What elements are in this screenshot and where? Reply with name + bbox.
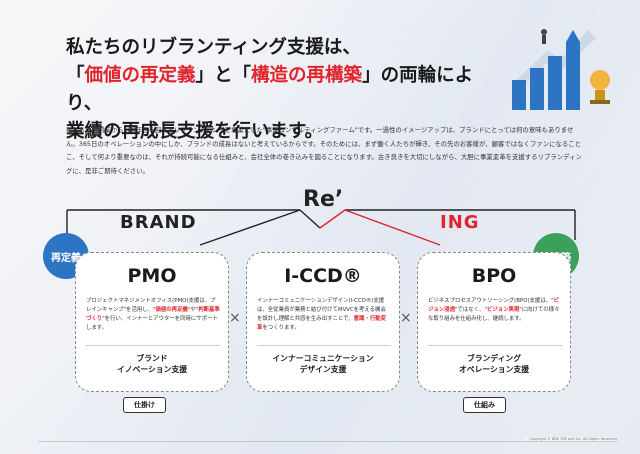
- headline-line2: 「価値の再定義」と「構造の再構築」の両輪により、: [66, 62, 506, 118]
- headline: 私たちのリブランティング支援は、 「価値の再定義」と「構造の再構築」の両輪により…: [66, 34, 506, 146]
- brand-label: BRAND: [120, 212, 197, 233]
- footer-line: オペレーション支援: [458, 365, 529, 374]
- desc-text: "に向けての様々な取り組みを仕組み化し、継続します。: [428, 307, 560, 322]
- desc-text: プロジェクトマネジメントオフィス(PMO)支援は、プレインキャンプ"を活用し、": [86, 298, 216, 313]
- desc-text: "や": [187, 307, 199, 313]
- intro-paragraph: 私たちは、創業から128年目を迎えるリブランディングを専業とした"事業コンサルテ…: [66, 126, 582, 175]
- desc-highlight: 価値の再定義: [155, 307, 188, 313]
- headline-highlight-1: 価値の再定義: [84, 65, 196, 86]
- tag-system: 仕組み: [463, 397, 506, 413]
- card-divider: [428, 345, 562, 346]
- multiply-icon: ×: [400, 310, 412, 326]
- footer-line: イノベーション支援: [116, 365, 187, 374]
- card-footer: ブランド イノベーション支援: [76, 353, 228, 375]
- footer-line: インナーコミュニケーション: [272, 354, 374, 363]
- headline-highlight-2: 構造の再構築: [251, 65, 363, 86]
- card-footer: ブランディング オペレーション支援: [418, 353, 570, 375]
- card-title: PMO: [127, 265, 177, 287]
- desc-text: をつくります。: [262, 325, 300, 331]
- card-pmo: PMO プロジェクトマネジメントオフィス(PMO)支援は、プレインキャンプ"を活…: [75, 252, 229, 392]
- card-footer: インナーコミュニケーション デザイン支援: [247, 353, 399, 375]
- footer-line: ブランド: [136, 354, 168, 363]
- card-divider: [257, 345, 391, 346]
- headline-line3: 業績の再成長支援を行います。: [66, 121, 324, 142]
- footer-line: デザイン支援: [299, 365, 347, 374]
- desc-highlight: ビジョン浸透: [428, 298, 559, 313]
- desc-text: インナーコミュニケーションデザイン(I-CCD®)支援は、全従業員が業務と結び付…: [257, 298, 386, 322]
- card-iccd: I-CCD® インナーコミュニケーションデザイン(I-CCD®)支援は、全従業員…: [246, 252, 400, 392]
- card-title: BPO: [471, 265, 517, 287]
- card-bpo: BPO ビジネスプロセスアウトソーシング(BPO)支援は、"ビジョン浸透"ではな…: [417, 252, 571, 392]
- growth-bars-trophy-illustration: [512, 29, 610, 110]
- re-label: Re’: [303, 187, 344, 212]
- headline-quote-close: 」の両輪により、: [66, 65, 474, 114]
- ing-label: ING: [440, 212, 480, 233]
- desc-highlight: 判断基準づくり: [86, 307, 220, 322]
- card-description: インナーコミュニケーションデザイン(I-CCD®)支援は、全従業員が業務と結び付…: [257, 297, 391, 333]
- bottom-divider: [38, 441, 618, 442]
- headline-line1: 私たちのリブランティング支援は、: [66, 37, 361, 58]
- tag-mechanism: 仕掛け: [123, 397, 166, 413]
- multiply-icon: ×: [229, 310, 241, 326]
- card-description: プロジェクトマネジメントオフィス(PMO)支援は、プレインキャンプ"を活用し、"…: [86, 297, 220, 333]
- card-title: I-CCD®: [284, 265, 362, 287]
- quote-open: 「: [66, 65, 85, 86]
- desc-text: ビジネスプロセスアウトソーシング(BPO)支援は、": [428, 298, 554, 304]
- footer-line: ブランディング: [466, 354, 522, 363]
- desc-highlight: 意識・行動変革: [257, 316, 387, 331]
- copyright: Copyright © BBK YSK and Inc. All Rights …: [525, 437, 618, 441]
- desc-text: "ではなく、": [454, 307, 487, 313]
- card-divider: [86, 345, 220, 346]
- desc-text: "を行い、インナーとアウターを同時にサポートします。: [86, 316, 218, 331]
- card-description: ビジネスプロセスアウトソーシング(BPO)支援は、"ビジョン浸透"ではなく、"ビ…: [428, 297, 562, 324]
- desc-highlight: ビジョン実現: [486, 307, 520, 313]
- headline-mid: 」と「: [195, 65, 252, 86]
